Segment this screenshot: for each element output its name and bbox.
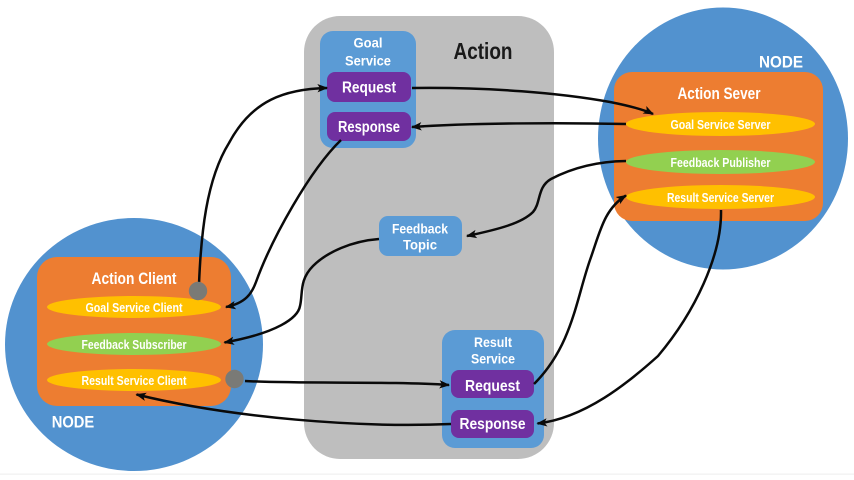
svg-text:Action Client: Action Client (92, 269, 177, 288)
svg-text:Feedback: Feedback (392, 221, 448, 237)
svg-text:Result: Result (474, 334, 512, 350)
svg-text:NODE: NODE (759, 53, 803, 72)
svg-text:Request: Request (342, 80, 396, 97)
svg-text:Feedback Subscriber: Feedback Subscriber (82, 338, 187, 352)
svg-text:Request: Request (465, 378, 521, 395)
svg-text:Action Sever: Action Sever (678, 84, 761, 103)
svg-text:Goal Service Client: Goal Service Client (86, 301, 184, 315)
svg-text:Feedback Publisher: Feedback Publisher (671, 156, 771, 170)
svg-text:Service: Service (471, 351, 515, 367)
svg-text:Goal Service Server: Goal Service Server (671, 118, 771, 132)
svg-text:NODE: NODE (52, 413, 95, 432)
svg-text:Result Service Client: Result Service Client (82, 374, 188, 388)
svg-text:Response: Response (338, 119, 400, 136)
svg-text:Action: Action (454, 38, 513, 64)
svg-text:Goal: Goal (354, 35, 383, 51)
svg-text:Response: Response (460, 416, 526, 433)
svg-text:Topic: Topic (403, 237, 437, 253)
svg-text:Result Service Server: Result Service Server (667, 191, 774, 205)
svg-text:Service: Service (345, 53, 391, 69)
